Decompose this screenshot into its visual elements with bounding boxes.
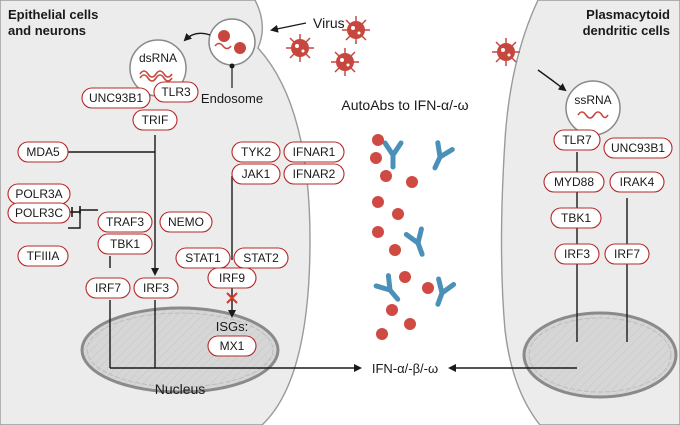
svg-text:IFNAR1: IFNAR1 xyxy=(293,145,336,159)
svg-text:UNC93B1: UNC93B1 xyxy=(89,91,143,105)
pill-ifnar1: IFNAR1 xyxy=(283,141,345,163)
virus-icon xyxy=(492,38,520,66)
svg-text:POLR3C: POLR3C xyxy=(15,206,63,220)
svg-text:STAT1: STAT1 xyxy=(185,251,221,265)
pill-polr3c: POLR3C xyxy=(7,202,71,224)
svg-text:MDA5: MDA5 xyxy=(26,145,60,159)
pill-irak4: IRAK4 xyxy=(609,171,665,193)
antibody-icon xyxy=(432,140,455,171)
svg-text:TRAF3: TRAF3 xyxy=(106,215,144,229)
pill-tbk1-right: TBK1 xyxy=(550,207,602,229)
pill-tlr3: TLR3 xyxy=(153,81,199,103)
svg-text:IRF3: IRF3 xyxy=(143,281,169,295)
virus-icon xyxy=(342,16,370,44)
svg-text:IRF7: IRF7 xyxy=(614,247,640,261)
antibody-icon xyxy=(382,140,404,170)
pill-unc93b1-right: UNC93B1 xyxy=(603,137,673,159)
ifn-label: IFN-α/-β/-ω xyxy=(372,361,438,376)
pill-tlr7: TLR7 xyxy=(553,129,601,151)
antibody-icon xyxy=(403,226,425,257)
nucleus-left xyxy=(80,306,280,394)
ifn-molecule-icon xyxy=(370,134,434,340)
pill-polr3a: POLR3A xyxy=(7,183,71,205)
pill-myd88: MYD88 xyxy=(543,171,605,193)
antibody-icon xyxy=(373,273,401,302)
ssrna-vesicle xyxy=(565,80,621,136)
svg-text:IRF9: IRF9 xyxy=(219,271,245,285)
pill-irf3-right: IRF3 xyxy=(554,243,600,265)
pill-traf3: TRAF3 xyxy=(97,211,153,233)
svg-text:TYK2: TYK2 xyxy=(241,145,271,159)
virus-label: Virus xyxy=(313,15,345,31)
svg-text:IRAK4: IRAK4 xyxy=(620,175,655,189)
svg-text:STAT2: STAT2 xyxy=(243,251,279,265)
pill-irf9: IRF9 xyxy=(207,267,257,289)
right-panel-title-2: dendritic cells xyxy=(583,23,670,38)
pill-tbk1-left: TBK1 xyxy=(97,233,153,255)
svg-text:TLR7: TLR7 xyxy=(562,133,592,147)
left-panel-title-2: and neurons xyxy=(8,23,86,38)
red-x-icon xyxy=(226,292,238,304)
svg-text:IRF3: IRF3 xyxy=(564,247,590,261)
pill-trif: TRIF xyxy=(132,109,178,131)
virus-icon xyxy=(331,48,359,76)
ssrna-label: ssRNA xyxy=(574,93,611,107)
left-panel-title-1: Epithelial cells xyxy=(8,7,98,22)
virus-icon xyxy=(286,34,314,62)
endosome xyxy=(208,18,256,66)
svg-text:TRIF: TRIF xyxy=(142,113,169,127)
right-panel-title-1: Plasmacytoid xyxy=(586,7,670,22)
isgs-label: ISGs: xyxy=(216,319,249,334)
nucleus-right xyxy=(522,311,678,399)
pill-irf3-left: IRF3 xyxy=(133,277,179,299)
svg-text:IFNAR2: IFNAR2 xyxy=(293,167,336,181)
pill-irf7-right: IRF7 xyxy=(604,243,650,265)
nucleus-label: Nucleus xyxy=(155,381,206,397)
svg-text:JAK1: JAK1 xyxy=(242,167,271,181)
pill-jak1: JAK1 xyxy=(231,163,281,185)
svg-text:IRF7: IRF7 xyxy=(95,281,121,295)
svg-text:NEMO: NEMO xyxy=(168,215,204,229)
endosome-label: Endosome xyxy=(201,91,263,106)
svg-text:TBK1: TBK1 xyxy=(561,211,591,225)
pill-tyk2: TYK2 xyxy=(231,141,281,163)
autoabs-label: AutoAbs to IFN-α/-ω xyxy=(341,97,468,113)
dsrna-label: dsRNA xyxy=(139,51,177,65)
pill-nemo: NEMO xyxy=(159,211,213,233)
pill-ifnar2: IFNAR2 xyxy=(283,163,345,185)
pill-stat2: STAT2 xyxy=(233,247,289,269)
pill-unc93b1-left: UNC93B1 xyxy=(81,87,151,109)
svg-text:TBK1: TBK1 xyxy=(110,237,140,251)
svg-text:MYD88: MYD88 xyxy=(554,175,594,189)
pill-stat1: STAT1 xyxy=(175,247,231,269)
antibody-icon xyxy=(435,276,457,307)
pill-mda5: MDA5 xyxy=(17,141,69,163)
svg-text:POLR3A: POLR3A xyxy=(15,187,62,201)
pill-tfiiia: TFIIIA xyxy=(17,245,69,267)
pill-irf7-left: IRF7 xyxy=(85,277,131,299)
svg-text:TLR3: TLR3 xyxy=(161,85,191,99)
svg-text:MX1: MX1 xyxy=(220,339,245,353)
pill-mx1: MX1 xyxy=(207,335,257,357)
svg-text:TFIIIA: TFIIIA xyxy=(27,249,60,263)
svg-text:UNC93B1: UNC93B1 xyxy=(611,141,665,155)
